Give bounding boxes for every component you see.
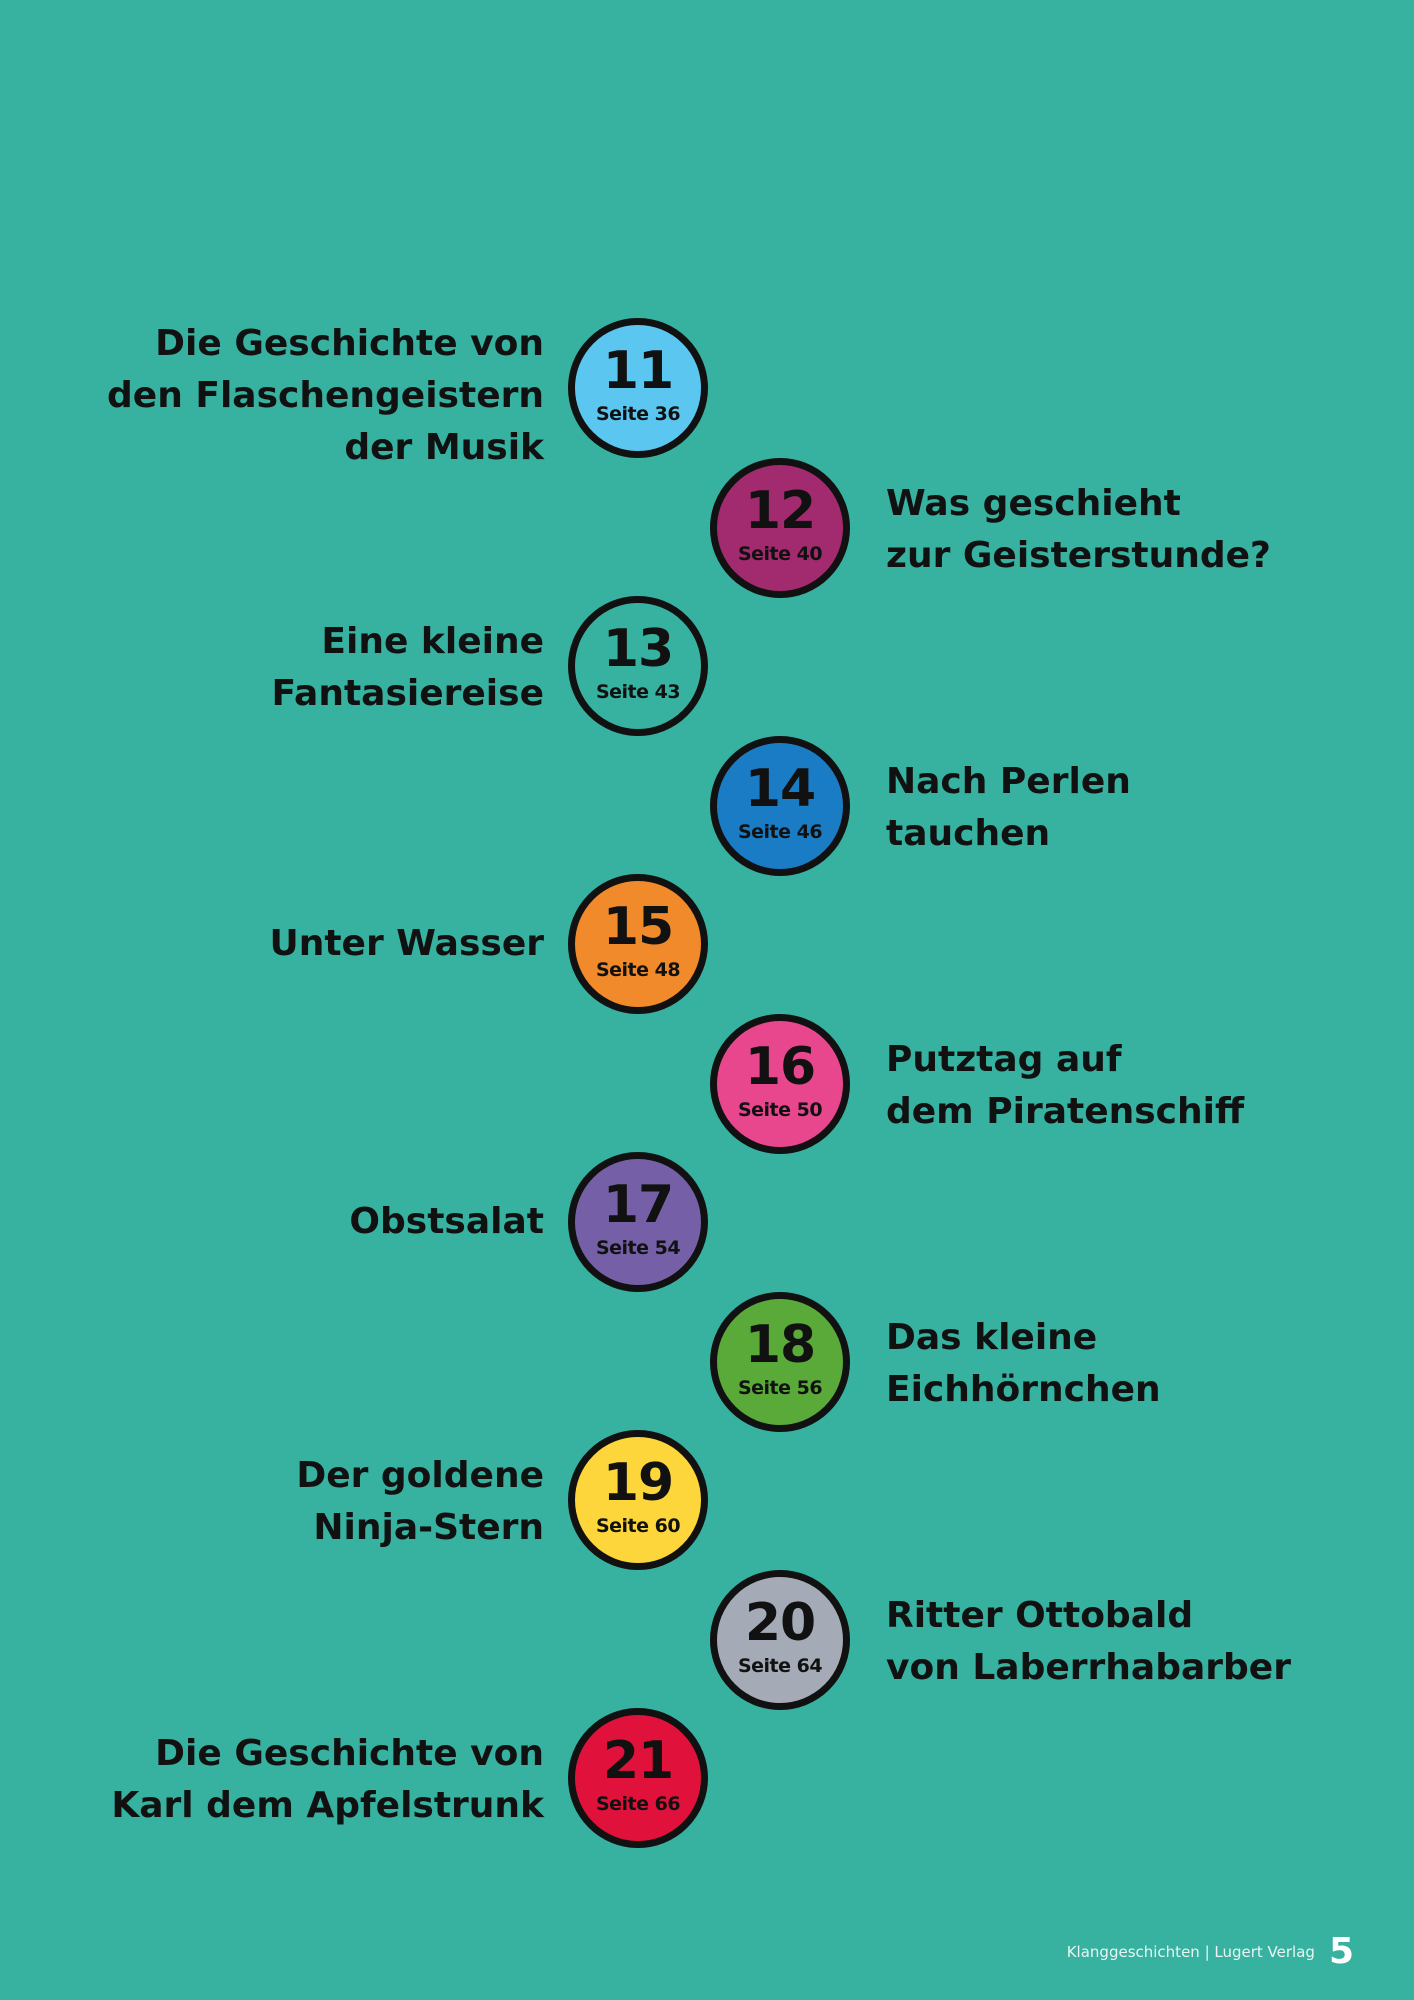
chapter-number: 14: [744, 759, 816, 819]
page-reference: Seite 54: [595, 1237, 681, 1259]
page-reference: Seite 66: [595, 1793, 681, 1815]
page-footer: Klanggeschichten | Lugert Verlag 5: [1067, 1931, 1354, 1972]
entry-title: Unter Wasser: [269, 918, 544, 970]
entry-title-line: Das kleine: [886, 1317, 1098, 1358]
page-reference: Seite 60: [595, 1515, 681, 1537]
entry-title: Eine kleine Fantasiereise: [272, 616, 544, 720]
entry-title: Ritter Ottobald von Laberrhabarber: [886, 1590, 1291, 1694]
toc-entry-15[interactable]: Unter Wasser 15 Seite 48: [0, 874, 1414, 1024]
entry-title-line: Die Geschichte von: [155, 1733, 544, 1774]
page-reference: Seite 43: [595, 681, 681, 703]
page-reference: Seite 56: [737, 1377, 823, 1399]
toc-entry-16[interactable]: Putztag auf dem Piratenschiff 16 Seite 5…: [0, 1014, 1414, 1164]
entry-title: Die Geschichte von den Flaschengeistern …: [107, 318, 544, 474]
entry-title-line: tauchen: [886, 813, 1051, 854]
entry-title-line: Ritter Ottobald: [886, 1595, 1194, 1636]
chapter-number-circle[interactable]: 19 Seite 60: [568, 1430, 708, 1570]
entry-title-line: Was geschieht: [886, 483, 1181, 524]
entry-title: Das kleine Eichhörnchen: [886, 1312, 1161, 1416]
toc-entry-11[interactable]: Die Geschichte von den Flaschengeistern …: [0, 318, 1414, 468]
entry-title-line: der Musik: [344, 427, 544, 468]
chapter-number: 17: [602, 1175, 674, 1235]
chapter-number-circle[interactable]: 16 Seite 50: [710, 1014, 850, 1154]
toc-entry-20[interactable]: Ritter Ottobald von Laberrhabarber 20 Se…: [0, 1570, 1414, 1720]
toc-entry-13[interactable]: Eine kleine Fantasiereise 13 Seite 43: [0, 596, 1414, 746]
chapter-number-circle[interactable]: 21 Seite 66: [568, 1708, 708, 1848]
entry-title-line: Unter Wasser: [269, 923, 544, 964]
chapter-number: 21: [602, 1731, 674, 1791]
entry-title-line: Der goldene: [296, 1455, 544, 1496]
chapter-number: 15: [602, 897, 674, 957]
chapter-number-circle[interactable]: 18 Seite 56: [710, 1292, 850, 1432]
chapter-number-circle[interactable]: 14 Seite 46: [710, 736, 850, 876]
entry-title: Obstsalat: [349, 1196, 544, 1248]
chapter-number-circle[interactable]: 13 Seite 43: [568, 596, 708, 736]
entry-title-line: Obstsalat: [349, 1201, 544, 1242]
entry-title-line: von Laberrhabarber: [886, 1647, 1291, 1688]
chapter-number: 12: [744, 481, 816, 541]
page-reference: Seite 46: [737, 821, 823, 843]
entry-title: Was geschieht zur Geisterstunde?: [886, 478, 1271, 582]
toc-entry-19[interactable]: Der goldene Ninja-Stern 19 Seite 60: [0, 1430, 1414, 1580]
entry-title-line: dem Piratenschiff: [886, 1091, 1245, 1132]
chapter-number-circle[interactable]: 15 Seite 48: [568, 874, 708, 1014]
entry-title-line: Eine kleine: [321, 621, 544, 662]
page-reference: Seite 64: [737, 1655, 823, 1677]
chapter-number: 16: [744, 1037, 816, 1097]
chapter-number-circle[interactable]: 17 Seite 54: [568, 1152, 708, 1292]
page-reference: Seite 50: [737, 1099, 823, 1121]
toc-entry-18[interactable]: Das kleine Eichhörnchen 18 Seite 56: [0, 1292, 1414, 1442]
chapter-number: 13: [602, 619, 674, 679]
chapter-number-circle[interactable]: 12 Seite 40: [710, 458, 850, 598]
toc-entry-12[interactable]: Was geschieht zur Geisterstunde? 12 Seit…: [0, 458, 1414, 608]
entry-title: Nach Perlen tauchen: [886, 756, 1131, 860]
chapter-number: 11: [602, 341, 674, 401]
entry-title: Der goldene Ninja-Stern: [296, 1450, 544, 1554]
chapter-number: 19: [602, 1453, 674, 1513]
entry-title-line: Fantasiereise: [271, 673, 544, 714]
entry-title-line: Ninja-Stern: [313, 1507, 544, 1548]
chapter-number-circle[interactable]: 20 Seite 64: [710, 1570, 850, 1710]
entry-title-line: Nach Perlen: [886, 761, 1131, 802]
chapter-number-circle[interactable]: 11 Seite 36: [568, 318, 708, 458]
entry-title-line: Eichhörnchen: [886, 1369, 1161, 1410]
footer-credit: Klanggeschichten | Lugert Verlag: [1066, 1942, 1315, 1961]
page-reference: Seite 36: [595, 403, 681, 425]
chapter-number: 20: [744, 1593, 816, 1653]
toc-entry-21[interactable]: Die Geschichte von Karl dem Apfelstrunk …: [0, 1708, 1414, 1858]
entry-title: Putztag auf dem Piratenschiff: [886, 1034, 1244, 1138]
entry-title: Die Geschichte von Karl dem Apfelstrunk: [111, 1728, 544, 1832]
entry-title-line: den Flaschengeistern: [107, 375, 544, 416]
toc-entry-14[interactable]: Nach Perlen tauchen 14 Seite 46: [0, 736, 1414, 886]
page-reference: Seite 40: [737, 543, 823, 565]
entry-title-line: Die Geschichte von: [155, 323, 544, 364]
page-number: 5: [1328, 1931, 1354, 1972]
chapter-number: 18: [744, 1315, 816, 1375]
entry-title-line: Karl dem Apfelstrunk: [111, 1785, 544, 1826]
entry-title-line: zur Geisterstunde?: [886, 535, 1271, 576]
page-reference: Seite 48: [595, 959, 681, 981]
entry-title-line: Putztag auf: [886, 1039, 1122, 1080]
toc-entry-17[interactable]: Obstsalat 17 Seite 54: [0, 1152, 1414, 1302]
